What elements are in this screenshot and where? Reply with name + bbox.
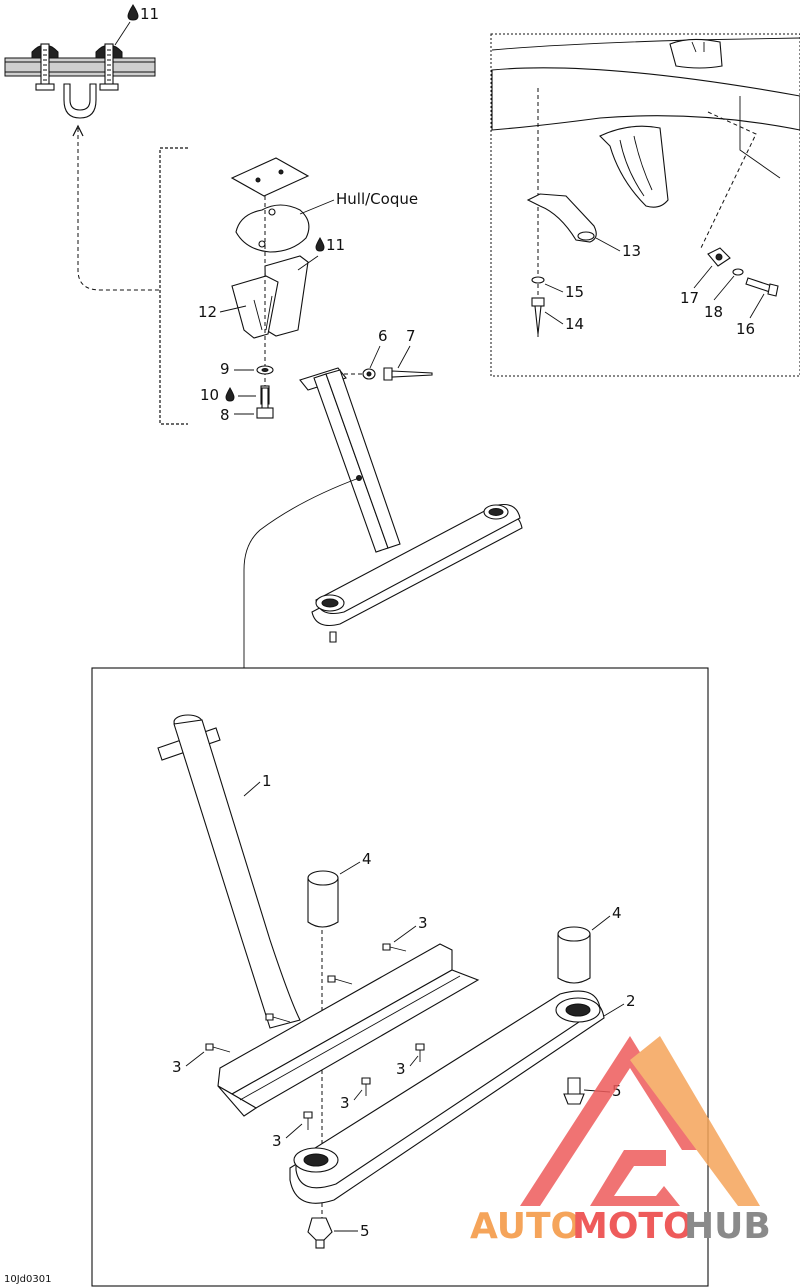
- callout-5-bottom: 5: [360, 1222, 370, 1240]
- bolt-8: [256, 387, 274, 419]
- callout-8: 8: [220, 406, 230, 424]
- callout-10: 10: [200, 386, 219, 404]
- callout-16: 16: [736, 320, 755, 338]
- washer-9: [256, 365, 274, 375]
- watermark-hub: HUB: [684, 1206, 771, 1247]
- hull-coque-label: Hull/Coque: [336, 190, 418, 208]
- callout-1: 1: [262, 772, 272, 790]
- screw-16: [745, 277, 779, 297]
- callout-3-b: 3: [172, 1058, 182, 1076]
- callout-11: 11: [326, 236, 345, 254]
- oil-drop-icon: [315, 236, 325, 252]
- oil-drop-icon: [127, 4, 139, 21]
- callout-3-d: 3: [340, 1094, 350, 1112]
- callout-7: 7: [406, 327, 416, 345]
- callout-12: 12: [198, 303, 217, 321]
- callout-14: 14: [565, 315, 584, 333]
- foot-bar-2: [289, 990, 605, 1204]
- rivet-7: [383, 367, 433, 381]
- clip-5-right: [563, 1077, 585, 1105]
- callout-9: 9: [220, 360, 230, 378]
- pad-4-right: [557, 926, 591, 984]
- clip-5-bottom: [307, 1217, 333, 1249]
- bracket-12: [231, 255, 309, 339]
- nut-17: [707, 247, 731, 267]
- bolt-3-group: [205, 943, 425, 1130]
- watermark-auto: AUTO: [470, 1206, 581, 1247]
- hull-cross-section-detail: [4, 43, 160, 291]
- oil-drop-icon: [225, 386, 235, 402]
- callout-15: 15: [565, 283, 584, 301]
- pad-4-left: [307, 870, 339, 928]
- callout-5-right: 5: [612, 1082, 622, 1100]
- callout-3-e: 3: [272, 1132, 282, 1150]
- callout-17: 17: [680, 289, 699, 307]
- step-13: [526, 193, 597, 243]
- watermark-logo: [520, 1036, 760, 1206]
- rivet-14: [531, 297, 545, 335]
- ladder-tube-1: [157, 714, 301, 1029]
- washer-18: [732, 268, 744, 276]
- hull-gasket: [235, 204, 310, 253]
- callout-3-a: 3: [418, 914, 428, 932]
- washer-15: [531, 276, 545, 284]
- callout-3-c: 3: [396, 1060, 406, 1078]
- callout-2: 2: [626, 992, 636, 1010]
- callout-6: 6: [378, 327, 388, 345]
- callout-4-left: 4: [362, 850, 372, 868]
- ladder-assembly-overview: [299, 367, 523, 643]
- watermark-text: AUTO MOTO HUB: [470, 1206, 771, 1247]
- watermark-moto: MOTO: [572, 1206, 694, 1247]
- callout-13: 13: [622, 242, 641, 260]
- figure-code: 10Jd0301: [4, 1274, 51, 1285]
- angle-bracket: [217, 943, 480, 1117]
- callout-11-top: 11: [140, 5, 159, 23]
- callout-18: 18: [704, 303, 723, 321]
- hull-plate: [230, 157, 310, 197]
- hull-detail-view: [491, 37, 800, 208]
- callout-4-right: 4: [612, 904, 622, 922]
- washer-6: [362, 368, 376, 380]
